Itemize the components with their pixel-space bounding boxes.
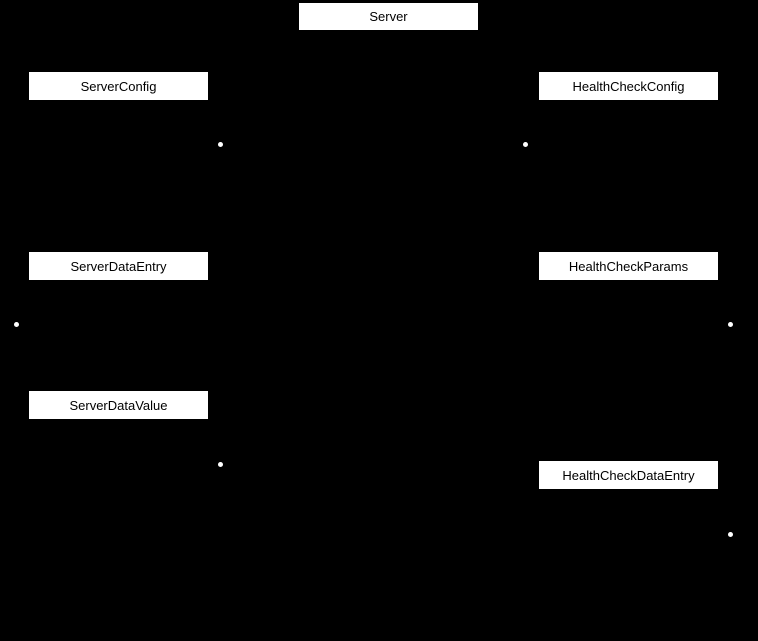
node-health-check-data-entry[interactable]: HealthCheckDataEntry [539, 461, 718, 489]
node-health-check-config[interactable]: HealthCheckConfig [539, 72, 718, 100]
edge-endpoint-dot [727, 531, 733, 537]
edge-endpoint-dot [13, 321, 19, 327]
node-server-data-value[interactable]: ServerDataValue [29, 391, 208, 419]
node-health-check-params[interactable]: HealthCheckParams [539, 252, 718, 280]
node-server[interactable]: Server [299, 3, 478, 30]
edge-endpoint-dot [522, 141, 528, 147]
node-server-data-entry[interactable]: ServerDataEntry [29, 252, 208, 280]
node-server-config[interactable]: ServerConfig [29, 72, 208, 100]
edge-endpoint-dot [217, 141, 223, 147]
edge-endpoint-dot [217, 461, 223, 467]
edge-endpoint-dot [727, 321, 733, 327]
